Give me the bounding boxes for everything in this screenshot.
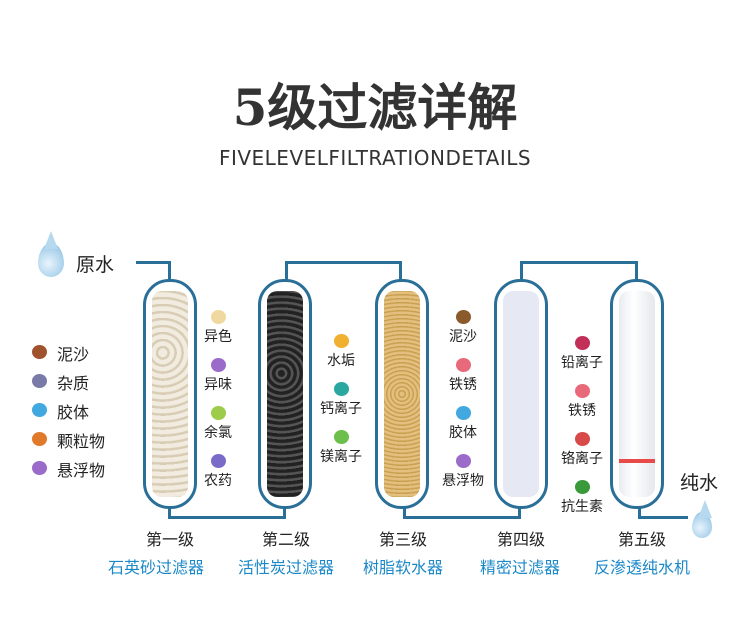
pipe — [518, 503, 521, 519]
item-label: 胶体 — [57, 402, 90, 422]
rust-icon — [455, 358, 471, 372]
pipe — [520, 261, 638, 264]
pesticide-icon — [210, 454, 226, 468]
item-label: 铬离子 — [561, 451, 603, 467]
item-label: 悬浮物 — [57, 460, 106, 480]
scale-icon — [333, 334, 349, 348]
filter-media — [619, 291, 655, 497]
item-label: 颗粒物 — [57, 431, 106, 451]
item-label: 泥沙 — [449, 329, 477, 345]
item-label: 余氯 — [204, 425, 232, 441]
stage1-level: 第一级 — [145, 530, 194, 549]
pure-water-drop-icon — [692, 512, 712, 538]
odor-icon — [210, 358, 226, 372]
stage4-level: 第四级 — [496, 530, 545, 549]
pipe — [403, 503, 406, 519]
item-label: 镁离子 — [320, 449, 362, 465]
list-item: 悬浮物 — [32, 454, 105, 483]
particle-icon — [32, 431, 47, 446]
stage4-name: 精密过滤器 — [479, 558, 560, 577]
suspended-matter-icon — [32, 460, 47, 475]
pipe — [168, 261, 171, 281]
colloid-icon — [455, 406, 471, 420]
item-label: 钙离子 — [320, 401, 362, 417]
page-subtitle: FIVELEVELFILTRATIONDETAILS — [218, 146, 532, 170]
colloid-icon — [32, 402, 47, 417]
red-band — [619, 459, 655, 463]
stage3-level: 第三级 — [378, 530, 427, 549]
filter-media — [267, 291, 303, 497]
item-label: 水垢 — [327, 353, 355, 369]
stage5-name: 反渗透纯水机 — [593, 558, 690, 577]
item-label: 异色 — [204, 329, 232, 345]
filter-media — [152, 291, 188, 497]
pipe — [520, 261, 523, 281]
sediment-icon — [455, 310, 471, 324]
item-label: 铅离子 — [561, 355, 603, 371]
page-title: 5级过滤详解 — [232, 78, 518, 137]
ro-membrane — [610, 279, 664, 509]
item-label: 杂质 — [57, 373, 90, 393]
stage2-level: 第二级 — [261, 530, 310, 549]
stage4-removes: 铅离子 铁锈 铬离子 抗生素 — [547, 324, 617, 516]
stage2-name: 活性炭过滤器 — [237, 558, 334, 577]
chromium-icon — [574, 432, 590, 446]
stage2-removes: 水垢 钙离子 镁离子 — [306, 322, 376, 466]
quartz-sand-filter — [143, 279, 197, 509]
item-label: 农药 — [204, 473, 232, 489]
list-item: 泥沙 — [32, 338, 105, 367]
item-label: 胶体 — [449, 425, 477, 441]
raw-water-drop-icon — [38, 243, 64, 277]
item-label: 悬浮物 — [442, 473, 484, 489]
stage1-name: 石英砂过滤器 — [107, 558, 204, 577]
filter-media — [503, 291, 539, 497]
sediment-icon — [32, 344, 47, 359]
pipe — [168, 516, 286, 519]
pipe — [283, 503, 286, 519]
raw-contaminant-list: 泥沙 杂质 胶体 颗粒物 悬浮物 — [32, 338, 105, 483]
pipe — [638, 516, 688, 519]
pipe — [285, 261, 288, 281]
stage3-removes: 泥沙 铁锈 胶体 悬浮物 — [428, 298, 498, 490]
item-label: 铁锈 — [449, 377, 477, 393]
pipe — [403, 516, 521, 519]
pipe — [638, 503, 641, 519]
list-item: 杂质 — [32, 367, 105, 396]
pipe — [399, 261, 402, 281]
precision-filter — [494, 279, 548, 509]
item-label: 泥沙 — [57, 344, 90, 364]
filter-media — [384, 291, 420, 497]
magnesium-icon — [333, 430, 349, 444]
antibiotic-icon — [574, 480, 590, 494]
lead-icon — [574, 336, 590, 350]
list-item: 颗粒物 — [32, 425, 105, 454]
item-label: 铁锈 — [568, 403, 596, 419]
stage1-removes: 异色 异味 余氯 农药 — [183, 298, 253, 490]
item-label: 抗生素 — [561, 499, 603, 515]
list-item: 胶体 — [32, 396, 105, 425]
impurity-icon — [32, 373, 47, 388]
stage3-name: 树脂软水器 — [362, 558, 443, 577]
item-label: 异味 — [204, 377, 232, 393]
raw-water-label: 原水 — [76, 254, 115, 276]
rust-icon — [574, 384, 590, 398]
color-icon — [210, 310, 226, 324]
pipe — [168, 503, 171, 519]
stage5-level: 第五级 — [617, 530, 666, 549]
chlorine-icon — [210, 406, 226, 420]
pipe — [635, 261, 638, 281]
resin-softener — [375, 279, 429, 509]
activated-carbon-filter — [258, 279, 312, 509]
calcium-icon — [333, 382, 349, 396]
pipe — [285, 261, 402, 264]
suspended-matter-icon — [455, 454, 471, 468]
pure-water-label: 纯水 — [680, 472, 719, 494]
pipe — [136, 261, 171, 264]
